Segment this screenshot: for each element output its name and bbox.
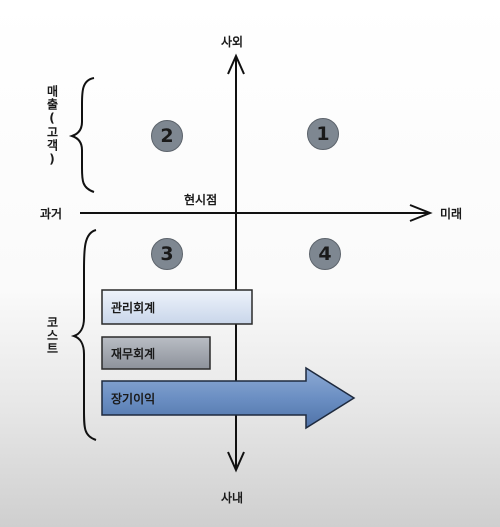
vertical-axis-bottom-arrowhead (227, 451, 245, 473)
group-label-cost: 코스트 (45, 316, 59, 355)
axis-label-top: 사외 (221, 35, 244, 49)
axis-label-center: 현시점 (184, 193, 218, 207)
quadrant-1-badge: 1 (307, 118, 339, 150)
group-label-revenue: 매출(고객) (45, 85, 59, 167)
quadrant-4-badge: 4 (309, 238, 341, 270)
revenue-brace (68, 77, 95, 193)
axis-label-left: 과거 (40, 207, 63, 221)
horizontal-axis-arrowhead (409, 204, 433, 222)
management-accounting-label: 관리회계 (111, 301, 156, 315)
cost-brace (70, 229, 97, 441)
vertical-axis-top-arrowhead (227, 53, 245, 75)
long-term-profit-arrow (101, 366, 356, 430)
axis-label-bottom: 사내 (221, 491, 244, 505)
long-term-profit-label: 장기이익 (111, 392, 156, 406)
financial-accounting-box (101, 336, 211, 370)
quadrant-3-badge: 3 (151, 238, 183, 270)
financial-accounting-label: 재무회계 (111, 347, 156, 361)
management-accounting-box (101, 289, 253, 325)
axis-label-right: 미래 (440, 207, 463, 221)
quadrant-2-badge: 2 (151, 120, 183, 152)
